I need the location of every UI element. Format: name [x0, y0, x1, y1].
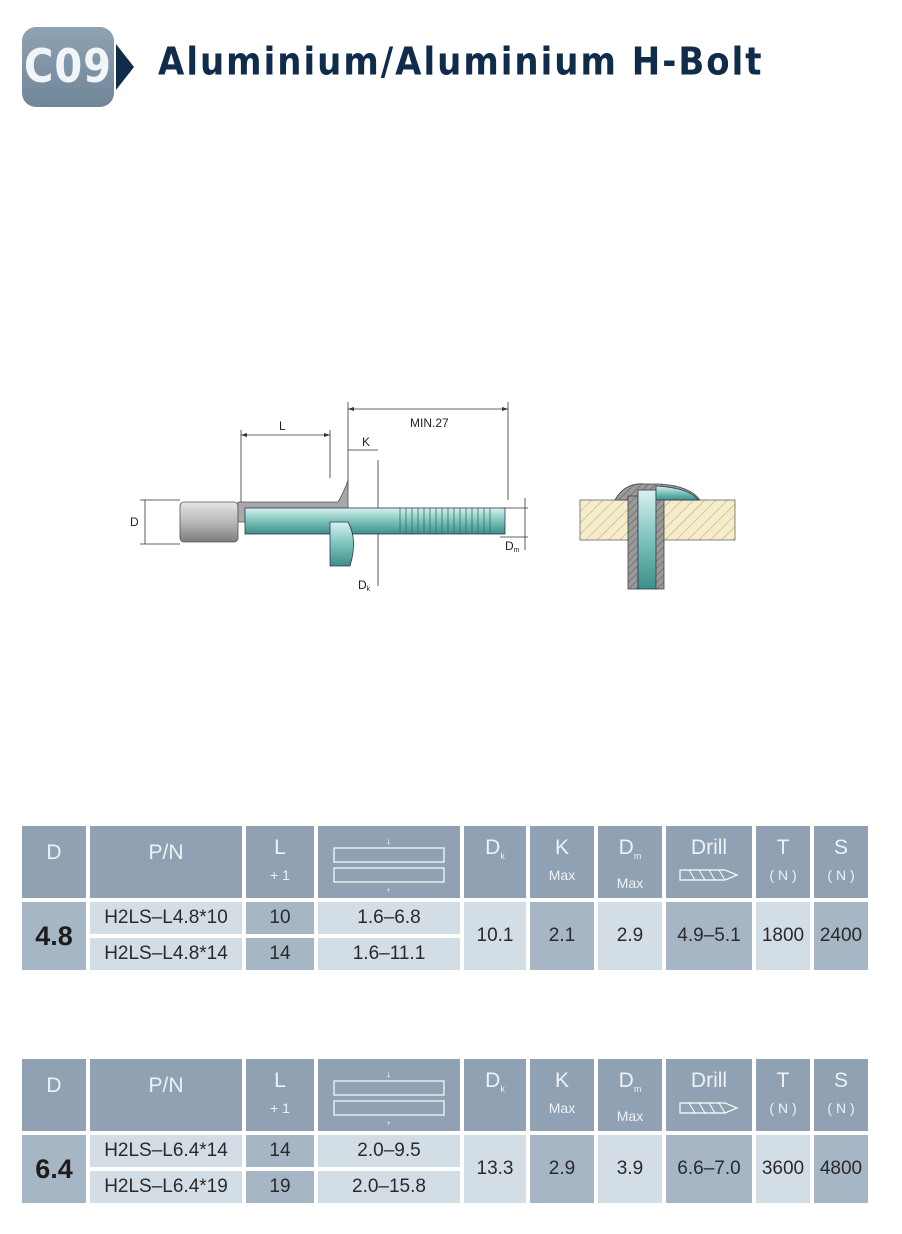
- header-pn: P/N: [90, 1059, 242, 1131]
- part-number: H2LS–L4.8*10: [90, 902, 242, 934]
- header-s: S( N ): [814, 826, 868, 898]
- shear-value: 4800: [814, 1135, 868, 1203]
- part-number: H2LS–L6.4*14: [90, 1135, 242, 1167]
- header-d: D: [22, 1059, 86, 1131]
- header-t: T( N ): [756, 826, 810, 898]
- dm-value: 3.9: [598, 1135, 662, 1203]
- diameter-value: 4.8: [22, 902, 86, 970]
- dimension-lines: [140, 402, 528, 586]
- header-d: D: [22, 826, 86, 898]
- grip-range-icon: ↓ ↑: [333, 836, 445, 892]
- header-dk: Dk: [464, 826, 526, 898]
- header-l: L+ 1: [246, 826, 314, 898]
- part-number: H2LS–L4.8*14: [90, 938, 242, 970]
- header-grip-icon: ↓ ↑: [318, 1059, 460, 1131]
- svg-text:↓: ↓: [386, 1069, 391, 1080]
- drill-value: 6.6–7.0: [666, 1135, 752, 1203]
- shear-value: 2400: [814, 902, 868, 970]
- header-grip-icon: ↓ ↑: [318, 826, 460, 898]
- grip-range: 2.0–15.8: [318, 1171, 460, 1203]
- header-l: L+ 1: [246, 1059, 314, 1131]
- rivet-pin: [244, 507, 506, 567]
- dk-value: 10.1: [464, 902, 526, 970]
- length-value: 19: [246, 1171, 314, 1203]
- installed-rivet: [579, 483, 736, 590]
- header-drill: Drill: [666, 826, 752, 898]
- length-value: 10: [246, 902, 314, 934]
- header-t: T( N ): [756, 1059, 810, 1131]
- header-dk: Dk: [464, 1059, 526, 1131]
- grip-range-icon: ↓ ↑: [333, 1069, 445, 1125]
- tensile-value: 3600: [756, 1135, 810, 1203]
- part-number: H2LS–L6.4*19: [90, 1171, 242, 1203]
- grip-range: 1.6–11.1: [318, 938, 460, 970]
- drill-value: 4.9–5.1: [666, 902, 752, 970]
- dim-dk-label: Dk: [358, 578, 371, 593]
- badge-arrow-icon: [116, 44, 134, 90]
- dim-k-label: K: [362, 435, 370, 449]
- drill-bit-icon: [679, 1102, 739, 1114]
- tensile-value: 1800: [756, 902, 810, 970]
- length-value: 14: [246, 1135, 314, 1167]
- k-value: 2.9: [530, 1135, 594, 1203]
- header-s: S( N ): [814, 1059, 868, 1131]
- grip-range: 1.6–6.8: [318, 902, 460, 934]
- dim-min-label: MIN.27: [410, 416, 449, 430]
- svg-text:↑: ↑: [386, 886, 391, 892]
- dim-dm-label: Dm: [505, 539, 520, 554]
- rivet-drawing: MIN.27 L K D Dk Dm: [130, 402, 736, 593]
- dim-d-label: D: [130, 515, 139, 529]
- svg-text:↑: ↑: [386, 1119, 391, 1125]
- dk-value: 13.3: [464, 1135, 526, 1203]
- svg-text:↓: ↓: [386, 836, 391, 847]
- length-value: 14: [246, 938, 314, 970]
- section-badge: C09: [22, 27, 114, 107]
- dm-value: 2.9: [598, 902, 662, 970]
- dim-l-label: L: [279, 419, 286, 433]
- page-title: Aluminium/Aluminium H-Bolt: [158, 40, 764, 85]
- header-pn: P/N: [90, 826, 242, 898]
- drill-bit-icon: [679, 869, 739, 881]
- grip-range: 2.0–9.5: [318, 1135, 460, 1167]
- header-drill: Drill: [666, 1059, 752, 1131]
- k-value: 2.1: [530, 902, 594, 970]
- section-code: C09: [23, 40, 113, 94]
- diameter-value: 6.4: [22, 1135, 86, 1203]
